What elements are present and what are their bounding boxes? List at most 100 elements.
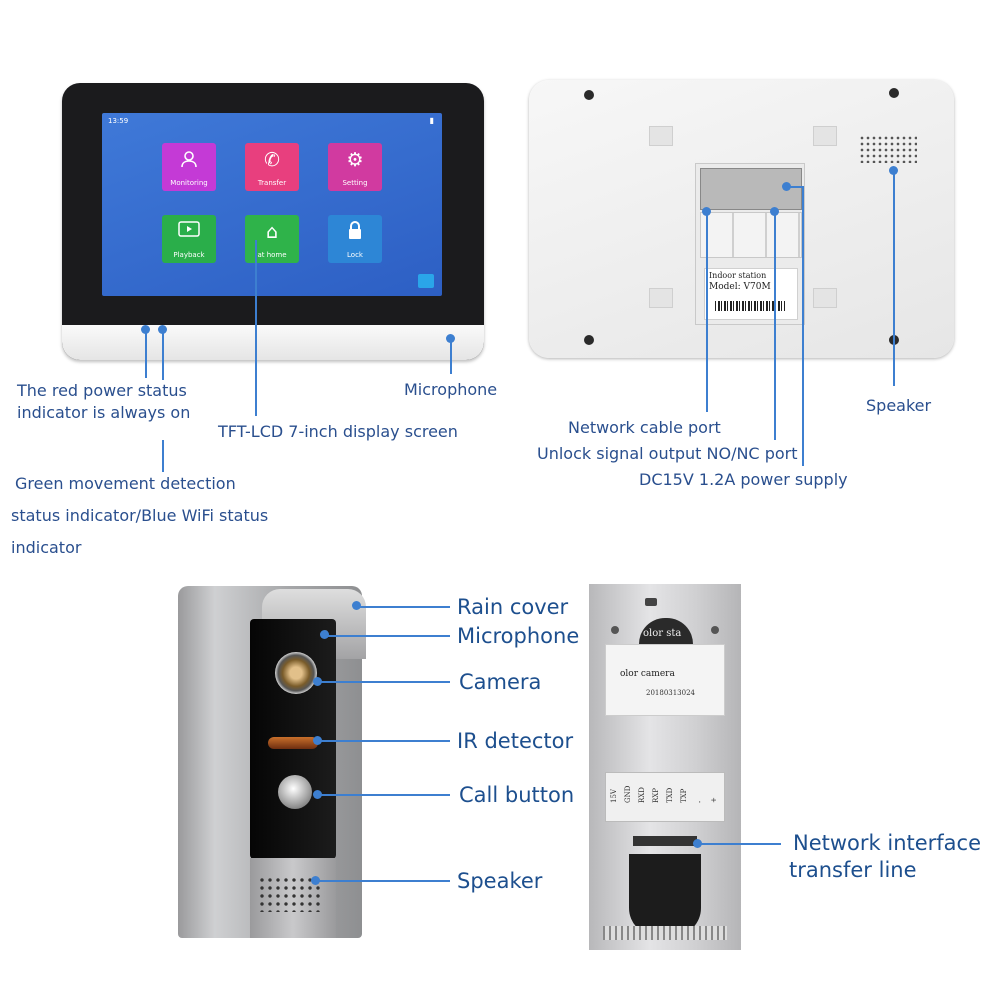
- callout-dot: [446, 334, 455, 343]
- back-cutout: olor sta: [639, 618, 693, 644]
- screen-corner-button[interactable]: [418, 274, 434, 288]
- app-setting[interactable]: ⚙ Setting: [328, 143, 382, 191]
- callout-line: [319, 681, 450, 683]
- callout-dot: [313, 790, 322, 799]
- camera-lens: [275, 652, 317, 694]
- callout-line: [358, 606, 450, 608]
- callout-dot: [889, 166, 898, 175]
- playback-icon: [162, 221, 216, 244]
- callout-dot: [693, 839, 702, 848]
- label-camera: Camera: [459, 670, 542, 694]
- label-network-port: Network cable port: [568, 418, 721, 437]
- model-sticker: Indoor station Model: V70M: [704, 268, 798, 320]
- app-monitoring[interactable]: Monitoring: [162, 143, 216, 191]
- screw: [889, 88, 899, 98]
- label-power-supply: DC15V 1.2A power supply: [639, 470, 848, 489]
- screw-hole: [711, 626, 719, 634]
- call-button[interactable]: [278, 775, 312, 809]
- label-call-button: Call button: [459, 783, 575, 807]
- label-speaker-bottom: Speaker: [457, 869, 543, 893]
- callout-line: [319, 740, 450, 742]
- mount-bracket: [813, 288, 837, 308]
- screw: [584, 90, 594, 100]
- label-rain-cover: Rain cover: [457, 595, 569, 619]
- pin-label: +: [710, 797, 718, 803]
- label-green-movement-2: status indicator/Blue WiFi status: [11, 506, 269, 525]
- pin-label: RXP: [652, 788, 660, 803]
- app-transfer[interactable]: ✆ Transfer: [245, 143, 299, 191]
- callout-line: [255, 240, 257, 416]
- indoor-monitor-front: 13:59 ▮ Monitoring ✆ Transfer ⚙ Setting …: [62, 83, 484, 360]
- app-at-home[interactable]: ⌂ at home: [245, 215, 299, 263]
- barcode: [715, 301, 785, 311]
- app-label: Transfer: [257, 179, 287, 187]
- label-microphone-bottom: Microphone: [457, 624, 580, 648]
- callout-line: [145, 330, 147, 378]
- callout-line: [319, 794, 450, 796]
- callout-line: [699, 843, 781, 845]
- callout-line: [774, 212, 776, 440]
- label-network-interface: Network interface: [793, 831, 982, 855]
- outdoor-unit-back: olor sta olor camera 20180313024 15V GND…: [589, 584, 741, 950]
- pin-label: TXD: [666, 787, 674, 803]
- label-green-movement: Green movement detection: [15, 474, 236, 493]
- callout-dot: [702, 207, 711, 216]
- callout-line: [802, 186, 804, 466]
- pin-label: -: [696, 800, 704, 803]
- mount-bracket: [813, 126, 837, 146]
- mount-bracket: [649, 126, 673, 146]
- callout-dot: [141, 325, 150, 334]
- sticker-text: olor camera: [620, 669, 675, 679]
- app-label: Playback: [173, 251, 205, 259]
- callout-line: [326, 635, 450, 637]
- home-icon: ⌂: [265, 221, 279, 243]
- status-time: 13:59: [108, 117, 129, 125]
- speaker-grille: [859, 135, 917, 163]
- bottom-vents: [603, 926, 727, 940]
- pin-header: 15V GND RXD RXP TXD TXP - +: [605, 772, 725, 822]
- pin-label: TXP: [680, 788, 688, 803]
- label-display: TFT-LCD 7-inch display screen: [218, 422, 458, 441]
- app-label: Setting: [342, 179, 368, 187]
- callout-line: [893, 172, 895, 386]
- callout-line: [317, 880, 450, 882]
- label-ir-detector: IR detector: [457, 729, 574, 753]
- cable-channel: [629, 854, 701, 936]
- callout-line: [162, 330, 164, 380]
- sticker-line-1: Indoor station: [709, 271, 767, 280]
- callout-line: [786, 186, 802, 188]
- indoor-monitor-back: Indoor station Model: V70M: [529, 80, 954, 358]
- pin-label: GND: [624, 785, 632, 803]
- label-microphone-top: Microphone: [404, 380, 498, 399]
- callout-dot: [158, 325, 167, 334]
- callout-dot: [352, 601, 361, 610]
- label-transfer-line: transfer line: [789, 858, 917, 882]
- camera-sticker: olor camera 20180313024: [605, 644, 725, 716]
- mount-hole: [645, 598, 657, 606]
- panel-ribs: [700, 212, 802, 258]
- serial-number: 20180313024: [646, 689, 695, 697]
- label-speaker-top: Speaker: [866, 396, 932, 415]
- callout-dot: [311, 876, 320, 885]
- callout-dot: [313, 677, 322, 686]
- app-playback[interactable]: Playback: [162, 215, 216, 263]
- callout-dot: [320, 630, 329, 639]
- phone-icon: ✆: [264, 149, 280, 171]
- label-unlock-port: Unlock signal output NO/NC port: [537, 444, 798, 463]
- lock-icon: [328, 221, 382, 246]
- display-screen: 13:59 ▮ Monitoring ✆ Transfer ⚙ Setting …: [102, 113, 442, 296]
- person-icon: [162, 149, 216, 174]
- callout-dot: [770, 207, 779, 216]
- gear-icon: ⚙: [346, 149, 364, 171]
- sticker-line-2: Model: V70M: [709, 282, 771, 292]
- screw: [584, 335, 594, 345]
- app-label: Lock: [347, 251, 363, 259]
- signal-icon: ▮: [429, 116, 434, 125]
- app-lock[interactable]: Lock: [328, 215, 382, 263]
- callout-dot: [313, 736, 322, 745]
- cutout-text: olor sta: [643, 628, 682, 639]
- callout-line: [450, 340, 452, 374]
- callout-line: [706, 212, 708, 412]
- pin-label: 15V: [610, 789, 618, 803]
- ir-detector: [268, 737, 318, 749]
